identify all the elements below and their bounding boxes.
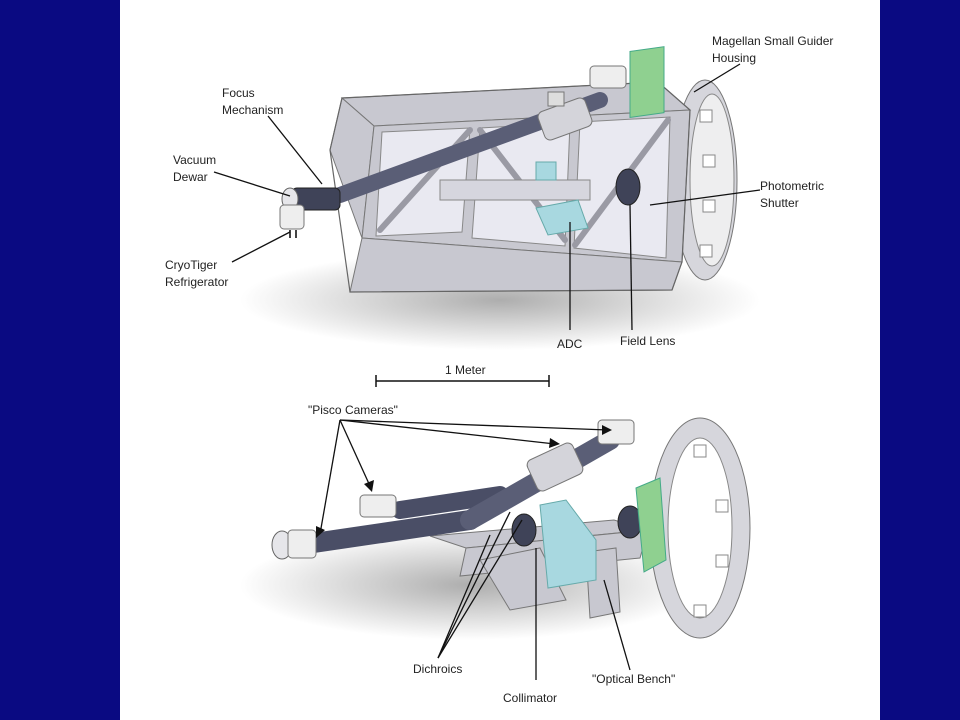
- callout-line-cryo: [231, 231, 291, 263]
- label-focus-line1: Focus: [222, 86, 255, 100]
- label-cryo-line1: CryoTiger: [165, 258, 217, 272]
- callout-line-vacuum: [213, 171, 291, 197]
- callout-line-pisco-4: [339, 419, 609, 431]
- bottom-guider-ring: [649, 417, 751, 639]
- label-magellan-line2: Housing: [712, 51, 756, 65]
- top-optics: [332, 46, 665, 236]
- pisco-arrowheads: [316, 425, 612, 538]
- callout-line-focus: [267, 115, 323, 185]
- label-vacuum-line2: Dewar: [173, 170, 208, 184]
- callout-line-dichroic-1: [437, 534, 491, 659]
- callout-line-field-lens: [629, 204, 633, 331]
- label-vacuum-line1: Vacuum: [173, 153, 216, 167]
- callout-line-dichroic-3: [437, 519, 523, 659]
- callout-line-pisco-2: [339, 419, 371, 487]
- callout-line-dichroic-2: [437, 511, 511, 659]
- callout-line-pisco-3: [339, 419, 556, 445]
- callout-line-optical-bench: [603, 579, 631, 671]
- label-scale: 1 Meter: [445, 363, 486, 377]
- label-photometric-line1: Photometric: [760, 179, 824, 193]
- top-assembly: [240, 46, 760, 350]
- label-focus-line2: Mechanism: [222, 103, 283, 117]
- label-magellan-line1: Magellan Small Guider: [712, 34, 833, 48]
- label-dichroics: Dichroics: [413, 662, 462, 676]
- callout-line-shutter: [649, 189, 761, 206]
- callout-line-pisco-1: [319, 419, 341, 535]
- bottom-assembly: [240, 417, 751, 640]
- bottom-callouts: [319, 419, 631, 680]
- callout-line-magellan: [693, 63, 741, 93]
- label-cryo-line2: Refrigerator: [165, 275, 228, 289]
- labels: Magellan Small Guider Housing Focus Mech…: [165, 34, 833, 705]
- label-field-lens: Field Lens: [620, 334, 675, 348]
- label-optical-bench: "Optical Bench": [592, 672, 675, 686]
- bottom-optics: [271, 419, 667, 589]
- label-collimator: Collimator: [503, 691, 557, 705]
- label-pisco-cameras: "Pisco Cameras": [308, 403, 398, 417]
- label-photometric-line2: Shutter: [760, 196, 799, 210]
- label-adc: ADC: [557, 337, 583, 351]
- dewar-assembly: [279, 187, 341, 238]
- top-callouts: [213, 63, 761, 331]
- scale-bar: [375, 375, 550, 387]
